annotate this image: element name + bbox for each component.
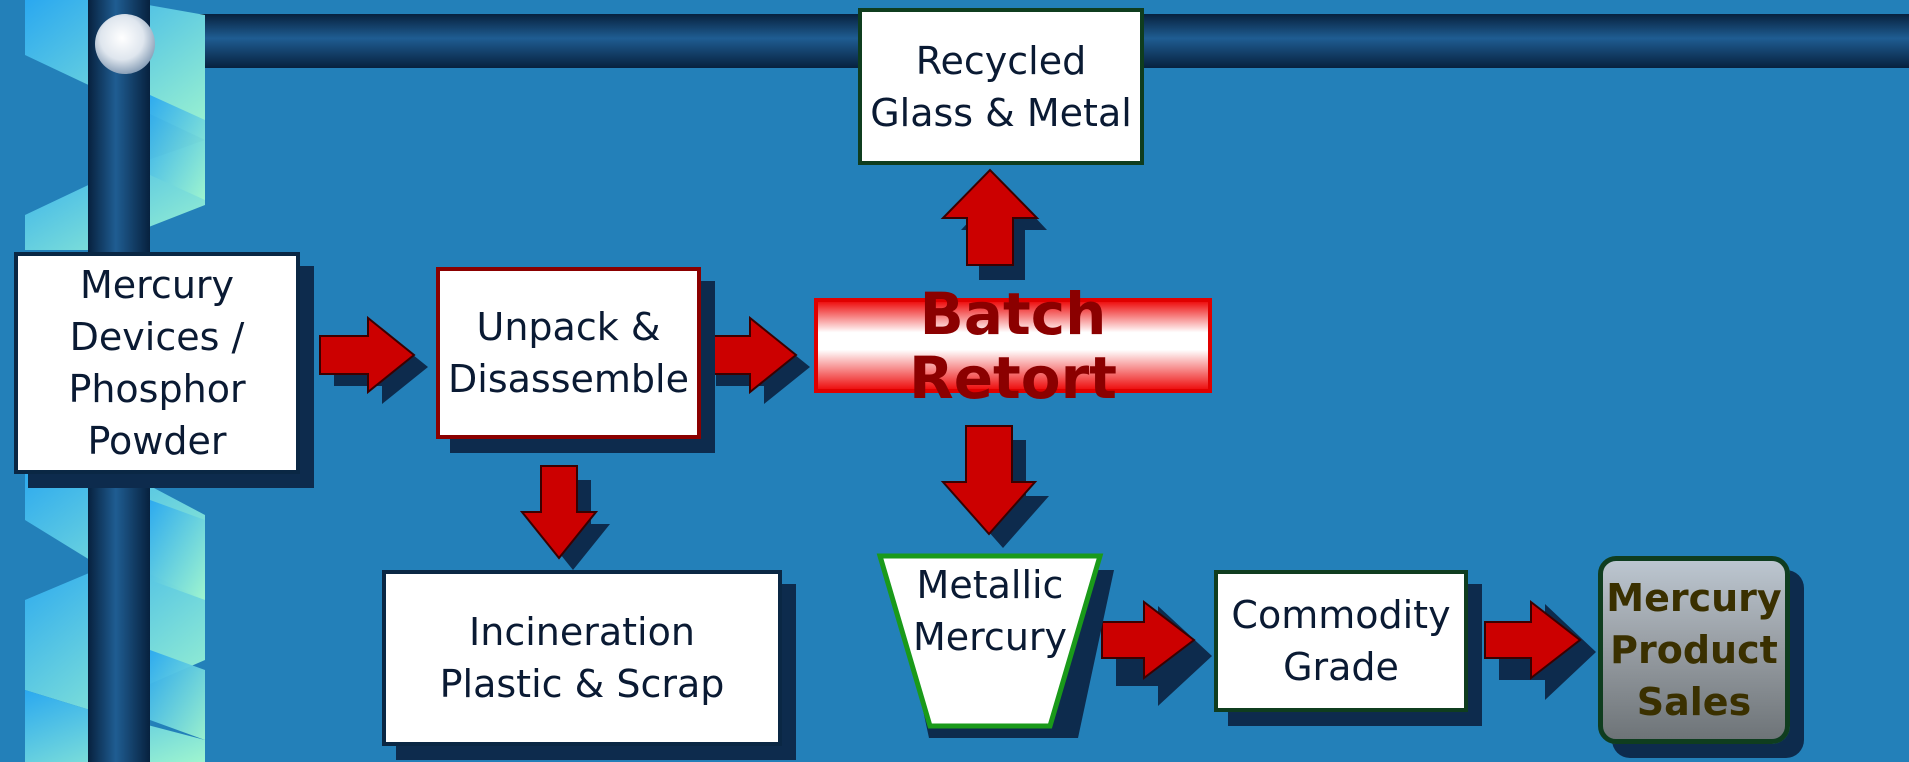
arrow-unpack-to-retort	[701, 315, 798, 395]
node-unpack-label: Unpack & Disassemble	[448, 305, 689, 401]
node-batch-retort: Batch Retort	[814, 282, 1212, 410]
arrow-commodity-to-sales	[1484, 599, 1582, 681]
node-recycled-glass-label: Recycled Glass & Metal	[870, 38, 1132, 135]
node-metallic-mercury: Metallic Mercury	[880, 556, 1100, 666]
node-mercury-devices-label: Mercury Devices / Phosphor Powder	[68, 263, 246, 463]
arrow-unpack-to-incineration	[519, 465, 599, 560]
node-recycled-glass: Recycled Glass & Metal	[858, 8, 1144, 165]
node-batch-retort-label: Batch Retort	[909, 279, 1117, 412]
node-incineration-label: Incineration Plastic & Scrap	[439, 610, 725, 706]
node-mercury-devices: Mercury Devices / Phosphor Powder	[14, 252, 300, 474]
node-metallic-mercury-label: Metallic Mercury	[912, 563, 1068, 659]
node-commodity-grade-label: Commodity Grade	[1231, 593, 1451, 689]
arrow-retort-to-recycled	[940, 168, 1040, 266]
node-incineration: Incineration Plastic & Scrap	[382, 570, 782, 746]
node-product-sales: Mercury Product Sales	[1598, 556, 1790, 744]
arrow-retort-to-metallic	[940, 425, 1038, 536]
node-commodity-grade: Commodity Grade	[1214, 570, 1468, 712]
flow-arrows	[319, 168, 1596, 706]
sphere-ornament	[95, 14, 155, 74]
node-product-sales-label: Mercury Product Sales	[1606, 576, 1782, 724]
metallic-mercury-shape	[876, 553, 1104, 729]
node-unpack: Unpack & Disassemble	[436, 267, 701, 439]
arrow-metallic-to-commodity	[1101, 599, 1196, 681]
arrow-devices-to-unpack	[319, 315, 416, 395]
